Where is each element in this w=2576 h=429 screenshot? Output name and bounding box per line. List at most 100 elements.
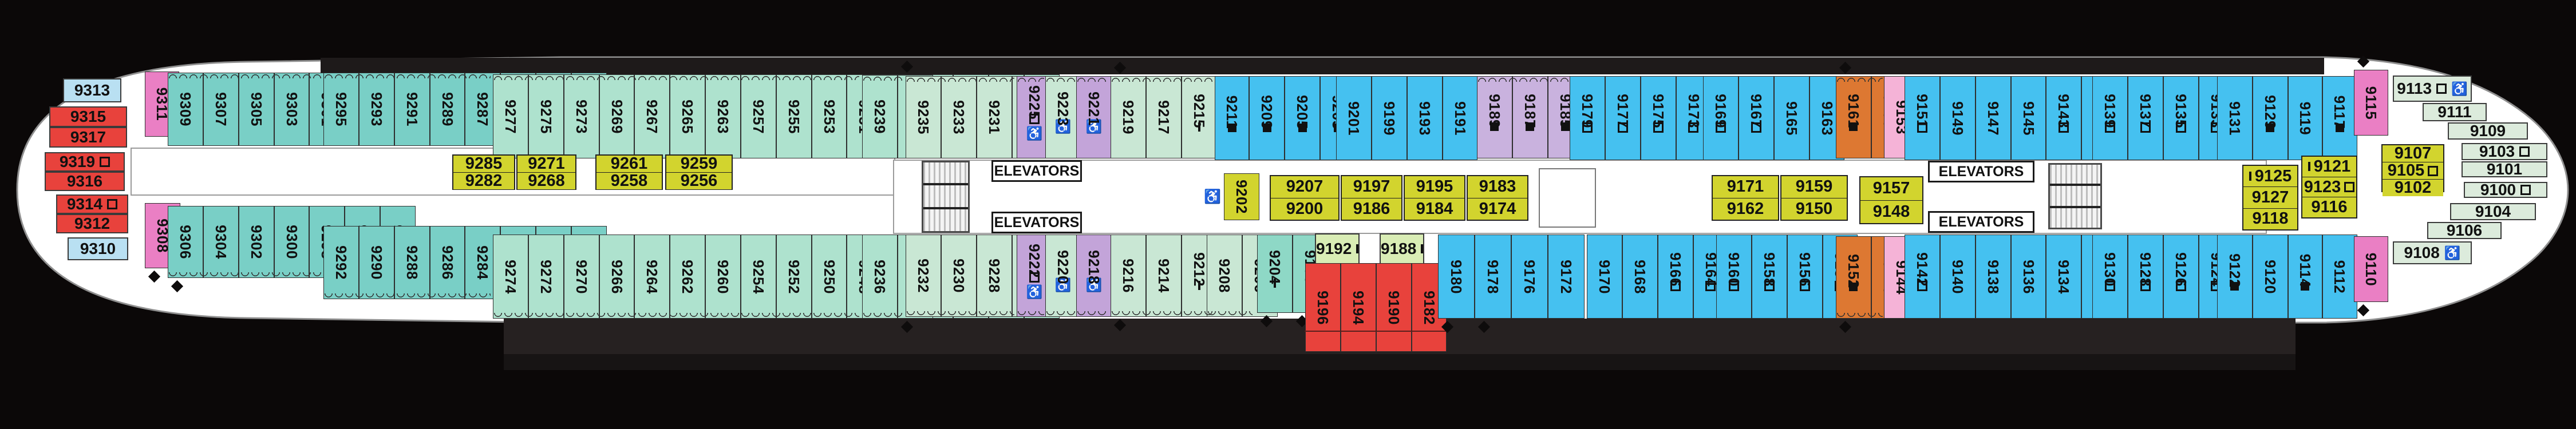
cabin-9111[interactable]: 9111 (2423, 103, 2487, 121)
cabin-9187[interactable]: 9187 (1512, 76, 1548, 158)
cabin-9169[interactable]: 9169 (1703, 76, 1739, 160)
cabin-9254[interactable]: 9254 (740, 235, 776, 319)
cabin-9286[interactable]: 9286 (429, 226, 465, 299)
cabin-9174[interactable]: 9174 (1468, 197, 1527, 220)
cabin-9197[interactable]: 9197 (1342, 176, 1401, 198)
cabin-9269[interactable]: 9269 (599, 74, 635, 158)
cabin-9171[interactable]: 9171 (1713, 176, 1778, 198)
cabin-9312[interactable]: 9312 (56, 214, 128, 233)
cabin-9101[interactable]: 9101 (2462, 161, 2547, 177)
cabin-9102[interactable]: 9102 (2383, 179, 2443, 196)
cabin-9126[interactable]: 9126 (2163, 235, 2199, 319)
cabin-9191[interactable]: 9191 (1442, 76, 1478, 160)
cabin-9122[interactable]: 9122 (2217, 235, 2253, 319)
cabin-9202[interactable]: 9202♿ (1204, 173, 1259, 220)
cabin-9314[interactable]: 9314 (56, 194, 128, 214)
cabin-9112[interactable]: 9112 (2322, 235, 2357, 319)
cabin-9315[interactable]: 9315 (49, 106, 127, 127)
cabin-9271[interactable]: 9271 (517, 156, 575, 172)
cabin-9262[interactable]: 9262 (670, 235, 706, 319)
cabin-9256[interactable]: 9256 (666, 172, 732, 189)
cabin-9196[interactable]: 9196 (1305, 263, 1341, 352)
cabin-9118[interactable]: 9118 (2243, 208, 2297, 229)
cabin-9176[interactable]: 9176 (1511, 235, 1548, 319)
cabin-9292[interactable]: 9292 (323, 226, 359, 299)
cabin-9131[interactable]: 9131 (2217, 76, 2253, 160)
cabin-9228[interactable]: 9228 (976, 235, 1012, 317)
cabin-9223[interactable]: 9223♿ (1045, 76, 1081, 158)
cabin-9201[interactable]: 9201 (1336, 76, 1372, 160)
cabin-9136[interactable]: 9136 (2010, 235, 2046, 319)
cabin-9121[interactable]: 9121 (2302, 157, 2356, 177)
stairs-midship[interactable] (922, 161, 970, 233)
cabin-9161[interactable]: 9161 (1836, 61, 1871, 158)
cabin-9218[interactable]: 9218♿ (1076, 235, 1112, 317)
cabin-9259[interactable]: 9259 (666, 156, 732, 172)
cabin-9107[interactable]: 9107 (2383, 145, 2443, 162)
cabin-9148[interactable]: 9148 (1860, 200, 1922, 223)
cabin-9172[interactable]: 9172 (1548, 235, 1585, 319)
cabin-9275[interactable]: 9275 (528, 74, 564, 158)
cabin-9175[interactable]: 9175 (1640, 76, 1676, 160)
cabin-9272[interactable]: 9272 (528, 235, 564, 319)
cabin-9135[interactable]: 9135 (2163, 76, 2199, 160)
cabin-9104[interactable]: 9104 (2450, 203, 2536, 220)
cabin-9220[interactable]: 9220♿ (1045, 235, 1081, 317)
cabin-9162[interactable]: 9162 (1713, 197, 1778, 220)
cabin-9295[interactable]: 9295 (323, 73, 359, 146)
cabin-9317[interactable]: 9317 (49, 127, 127, 148)
cabin-9304[interactable]: 9304 (203, 206, 239, 278)
cabin-9149[interactable]: 9149 (1939, 76, 1976, 160)
cabin-9221[interactable]: 9221♿ (1076, 76, 1112, 158)
cabin-9192[interactable]: 9192 (1315, 233, 1360, 264)
stairs-forward[interactable] (2048, 163, 2102, 229)
cabin-9179[interactable]: 9179 (1570, 76, 1605, 160)
cabin-9157[interactable]: 9157 (1860, 177, 1922, 200)
cabin-9274[interactable]: 9274 (493, 235, 528, 319)
cabin-9177[interactable]: 9177 (1605, 76, 1641, 160)
cabin-9268[interactable]: 9268 (517, 172, 575, 189)
cabin-9282[interactable]: 9282 (453, 172, 514, 189)
cabin-9313[interactable]: 9313 (63, 78, 121, 102)
cabin-9270[interactable]: 9270 (563, 235, 599, 319)
cabin-9285[interactable]: 9285 (453, 156, 514, 172)
cabin-9103[interactable]: 9103 (2462, 143, 2547, 160)
cabin-9265[interactable]: 9265 (670, 74, 706, 158)
cabin-9288[interactable]: 9288 (394, 226, 430, 299)
cabin-9277[interactable]: 9277 (493, 74, 528, 158)
cabin-9302[interactable]: 9302 (238, 206, 274, 278)
cabin-9307[interactable]: 9307 (203, 73, 239, 146)
cabin-9139[interactable]: 9139 (2092, 76, 2128, 160)
cabin-9266[interactable]: 9266 (599, 235, 635, 319)
elevators-label-midship-bottom[interactable]: ELEVATORS (991, 212, 1082, 233)
cabin-9120[interactable]: 9120 (2252, 235, 2288, 319)
cabin-9152[interactable]: 9152 (1836, 236, 1871, 333)
cabin-9232[interactable]: 9232 (906, 235, 941, 317)
cabin-9211[interactable]: 9211 (1215, 76, 1250, 160)
cabin-9209[interactable]: 9209 (1249, 76, 1285, 160)
cabin-9250[interactable]: 9250 (811, 235, 847, 319)
cabin-9116[interactable]: 9116 (2302, 197, 2356, 218)
cabin-9105[interactable]: 9105 (2383, 162, 2443, 179)
cabin-9219[interactable]: 9219 (1111, 61, 1146, 158)
cabin-9189[interactable]: 9189 (1477, 76, 1512, 158)
cabin-9293[interactable]: 9293 (358, 73, 394, 146)
cabin-9230[interactable]: 9230 (941, 235, 977, 317)
cabin-9110[interactable]: 9110 (2354, 236, 2389, 317)
cabin-9260[interactable]: 9260 (705, 235, 741, 319)
cabin-9184[interactable]: 9184 (1405, 197, 1464, 220)
cabin-9267[interactable]: 9267 (634, 74, 670, 158)
cabin-9316[interactable]: 9316 (45, 172, 125, 191)
cabin-9123[interactable]: 9123 (2302, 176, 2356, 197)
cabin-9300[interactable]: 9300 (274, 206, 310, 278)
cabin-9113[interactable]: 9113♿ (2393, 76, 2472, 102)
cabin-9186[interactable]: 9186 (1342, 197, 1401, 220)
cabin-9235[interactable]: 9235 (906, 76, 941, 158)
cabin-9178[interactable]: 9178 (1475, 235, 1511, 333)
cabin-9306[interactable]: 9306 (168, 206, 203, 293)
cabin-9310[interactable]: 9310 (68, 237, 128, 260)
cabin-9216[interactable]: 9216 (1111, 235, 1146, 332)
cabin-9309[interactable]: 9309 (168, 73, 203, 146)
cabin-9115[interactable]: 9115 (2354, 55, 2389, 136)
cabin-9215[interactable]: 9215 (1181, 76, 1217, 158)
